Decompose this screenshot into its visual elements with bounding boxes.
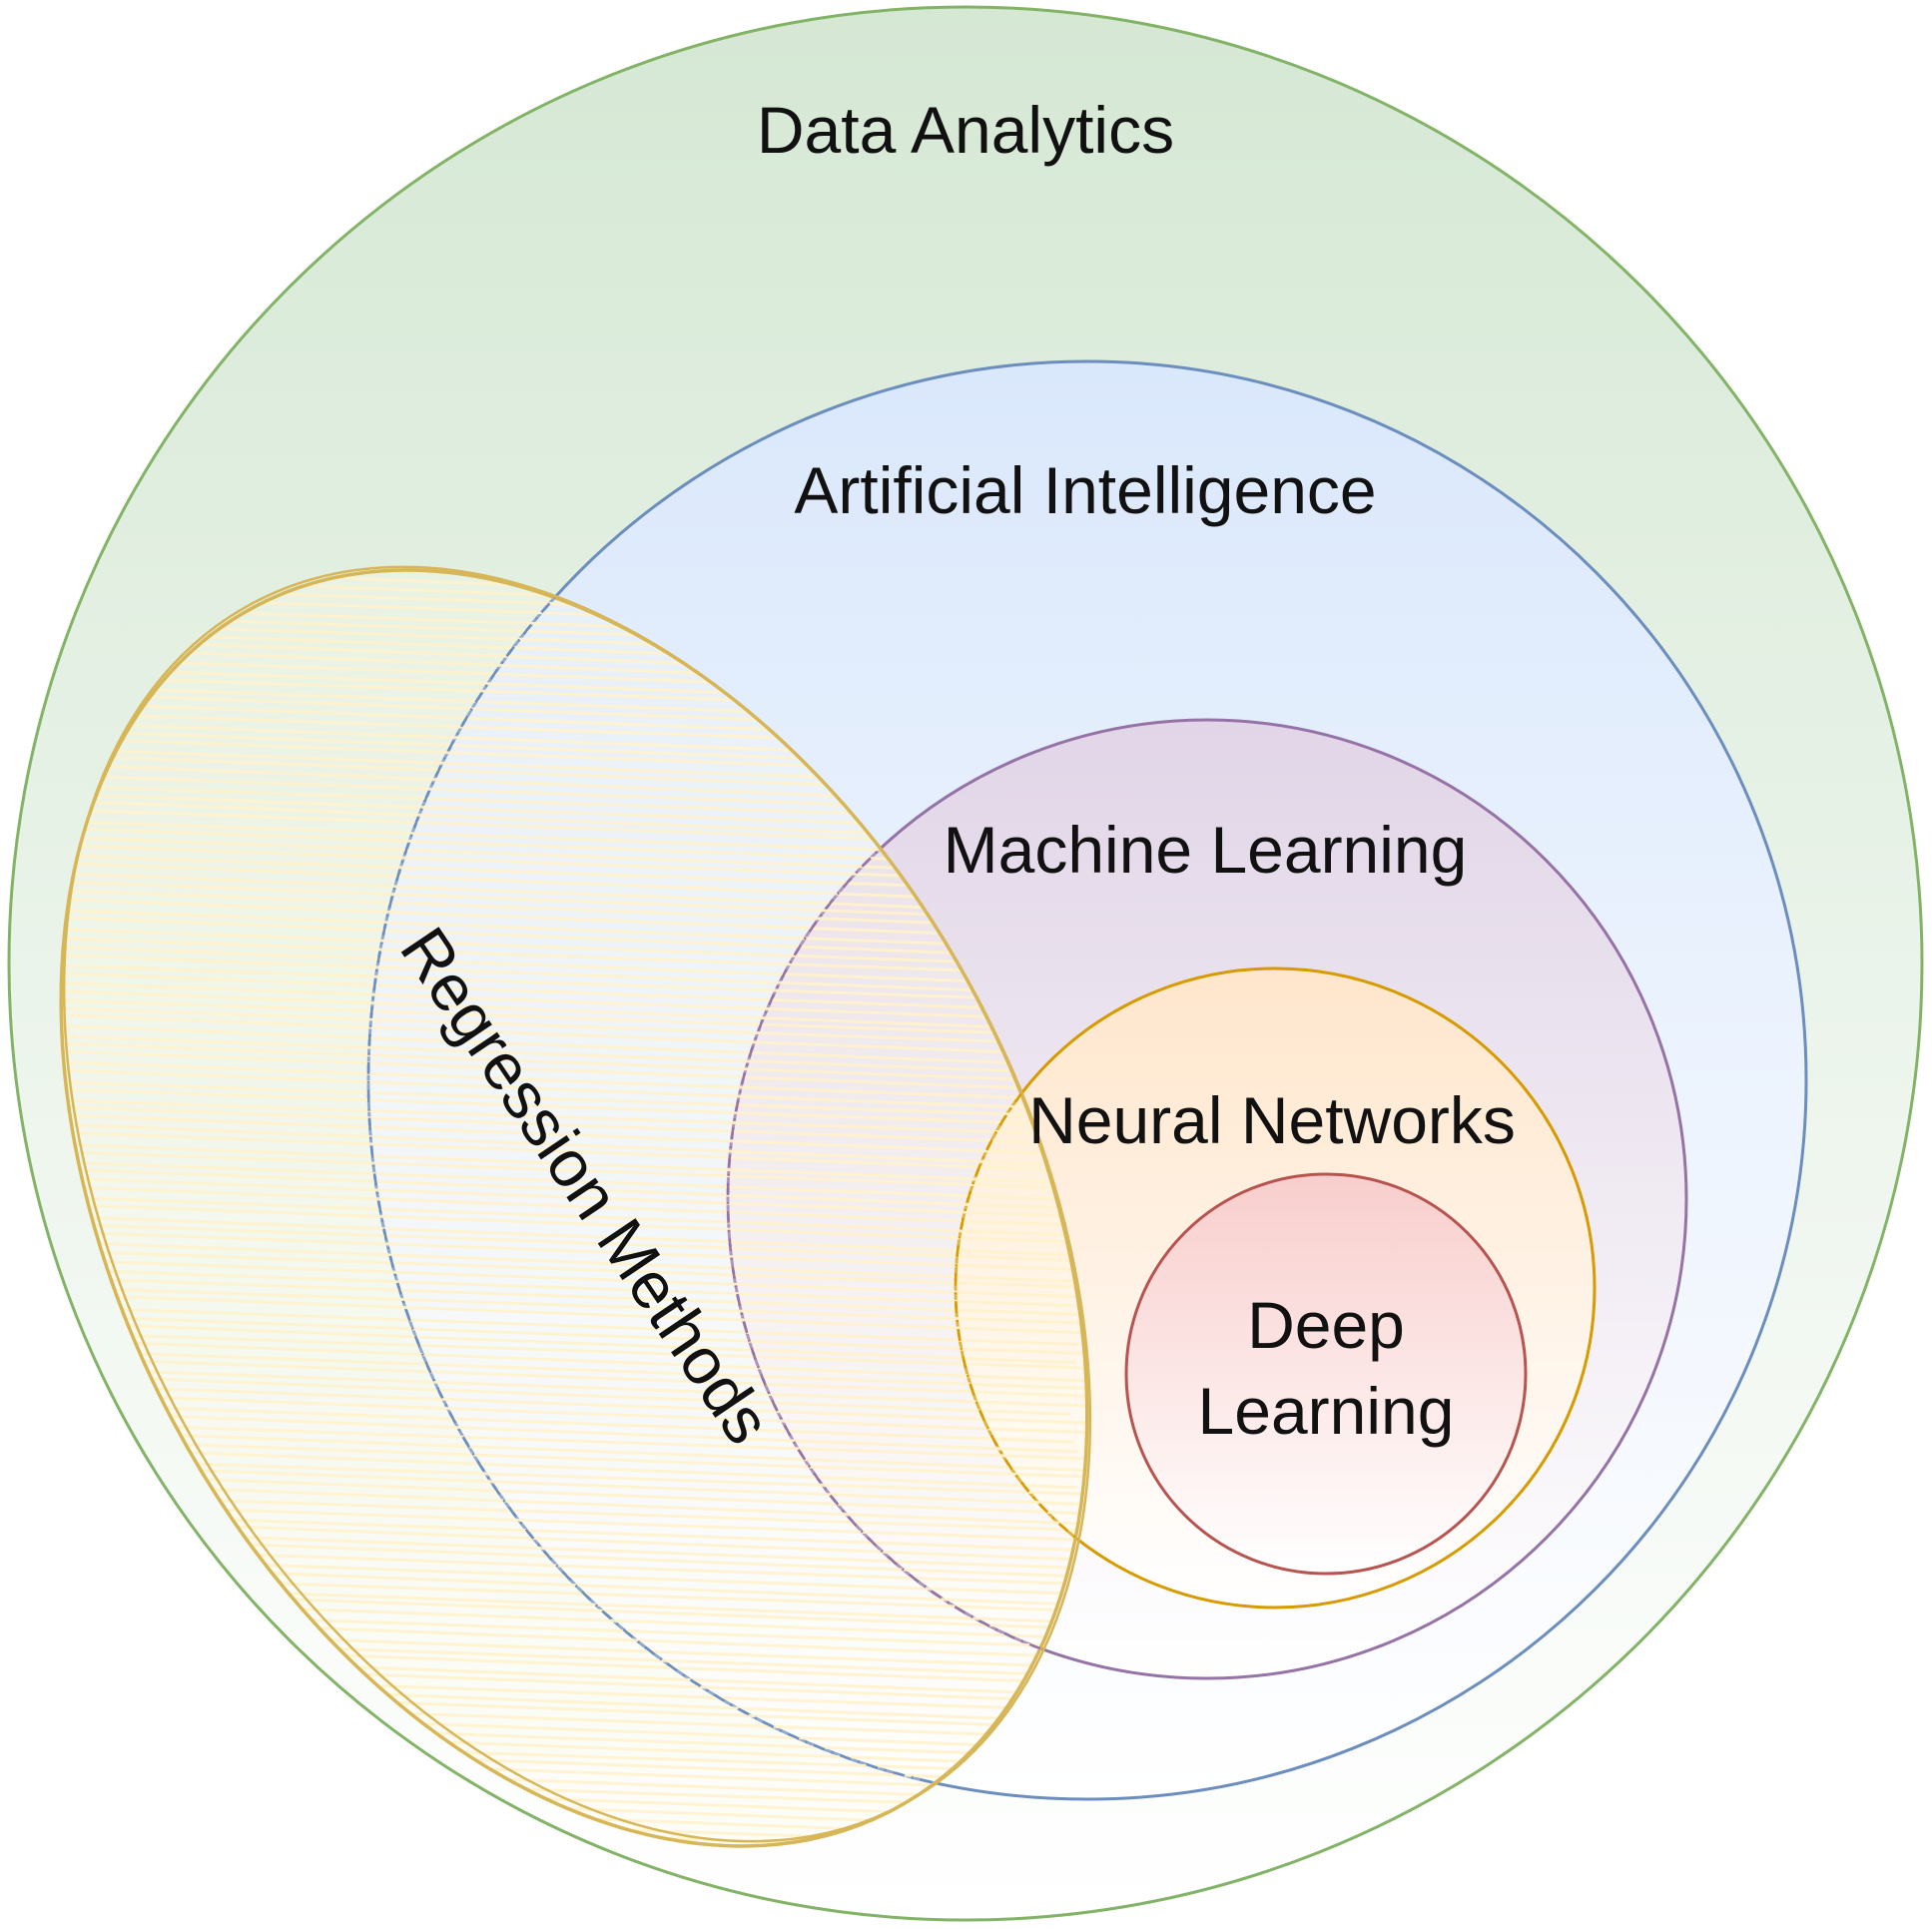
hatch-line — [43, 1391, 1089, 1435]
regression-outline-sketch — [62, 565, 1092, 1843]
hatch-line — [57, 1349, 1094, 1391]
hatch-line — [61, 1472, 1089, 1516]
hatch-line — [61, 880, 1079, 922]
hatch-line — [48, 1167, 1081, 1211]
hatch-line — [52, 1087, 1092, 1127]
hatch-line — [53, 1080, 1082, 1118]
hatch-line — [49, 1067, 1098, 1112]
artificial-intelligence-label: Artificial Intelligence — [794, 453, 1376, 527]
machine-learning-label: Machine Learning — [944, 813, 1468, 887]
hatch-line — [48, 1149, 1088, 1191]
hatch-line — [40, 1331, 1089, 1370]
hatch-line — [63, 1446, 1078, 1490]
hatch-line — [43, 1457, 1085, 1496]
deep-learning-label-line2: Learning — [1198, 1374, 1455, 1448]
hatch-line — [53, 1258, 1094, 1299]
hatch-line — [66, 1410, 1078, 1454]
hatch-line — [40, 1356, 1091, 1398]
hatch-line — [56, 954, 1069, 995]
hatch-line — [57, 1276, 1079, 1316]
hatch-line — [66, 1123, 1070, 1167]
hatch-line — [55, 916, 1086, 961]
hatch-line — [45, 1005, 1083, 1046]
hatch-line — [61, 1113, 1084, 1156]
hatch-line — [43, 1097, 1077, 1136]
hatch-line — [42, 888, 1072, 930]
hatch-line — [45, 897, 1089, 941]
hatch-line — [53, 871, 1076, 916]
hatch-line — [43, 1438, 1084, 1479]
hatch-line — [55, 981, 1085, 1022]
hatch-line — [54, 945, 1077, 987]
hatch-line — [49, 1402, 1074, 1444]
hatch-line — [43, 1141, 1077, 1185]
hatch-line — [64, 1249, 1080, 1289]
hatch-line — [56, 1104, 1090, 1146]
hatch-line — [55, 1373, 1070, 1416]
hatch-line — [65, 1321, 1076, 1365]
deep-learning-set — [1124, 1172, 1528, 1576]
hatch-line — [45, 1023, 1079, 1067]
hatch-line — [53, 937, 1070, 976]
hatch-line — [41, 1239, 1088, 1284]
hatch-line — [52, 1493, 1078, 1532]
hatch-line — [68, 1013, 1083, 1057]
hatch-line — [64, 1041, 1093, 1084]
hatch-line — [53, 964, 1096, 1003]
neural-networks-label: Neural Networks — [1028, 1083, 1516, 1157]
hatch-line — [42, 1383, 1094, 1425]
deep-learning-label-line1: Deep — [1247, 1288, 1405, 1362]
hatch-line — [39, 1285, 1084, 1325]
hatch-line — [51, 1214, 1071, 1257]
hatch-line — [51, 1463, 1090, 1507]
hatch-line — [49, 1033, 1071, 1075]
hatch-line — [53, 1222, 1073, 1262]
hatch-line — [41, 988, 1087, 1032]
hatch-line — [58, 1338, 1087, 1383]
hatch-line — [53, 908, 1087, 952]
hatch-line — [58, 1202, 1087, 1245]
hatch-line — [66, 1230, 1088, 1272]
hatch-line — [58, 1292, 1096, 1335]
hatch-line — [56, 1185, 1082, 1228]
hatch-line — [66, 1049, 1081, 1092]
hatch-line — [67, 1160, 1080, 1202]
hatch-line — [54, 1060, 1091, 1102]
hatch-line — [59, 928, 1084, 968]
hatch-line — [58, 1429, 1086, 1472]
hatch-line — [59, 971, 1087, 1013]
hatch-line — [41, 1366, 1091, 1408]
hatch-line — [64, 1130, 1086, 1173]
hatch-line — [52, 1305, 1078, 1346]
data-analytics-label: Data Analytics — [757, 93, 1174, 167]
hatch-line — [53, 1421, 1091, 1461]
hatch-line — [44, 1313, 1098, 1356]
hatch-line — [47, 1267, 1083, 1308]
hatch-line — [68, 1176, 1080, 1218]
hatch-line — [59, 998, 1094, 1038]
hatch-line — [64, 1195, 1076, 1237]
